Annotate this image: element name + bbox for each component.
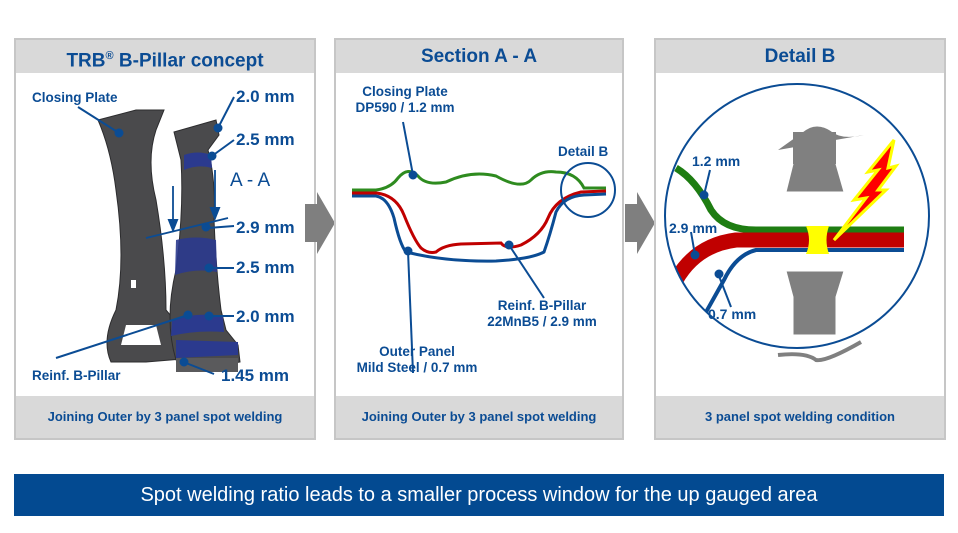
outer-panel-name: Outer Panel — [379, 344, 455, 359]
outer-panel-spec: Mild Steel / 0.7 mm — [356, 360, 478, 375]
thickness-label: 1.45 mm — [221, 366, 290, 385]
thickness-label-2-9: 2.9 mm — [669, 220, 718, 236]
sheet-0-7mm-blue — [694, 248, 904, 331]
thickness-label: 2.5 mm — [236, 130, 295, 149]
lower-electrode-icon — [785, 270, 845, 336]
conclusion-banner: Spot welding ratio leads to a smaller pr… — [14, 474, 944, 516]
reinf-b-pillar-label: Reinf. B-Pillar — [32, 368, 121, 383]
reinf-b-pillar-profile — [352, 189, 607, 254]
arrow-right-icon — [625, 192, 655, 254]
detail-b-diagram — [664, 83, 930, 363]
panel-title: TRB® B-Pillar concept — [16, 40, 314, 73]
panel-trb-b-pillar: TRB® B-Pillar concept Closing Pla — [14, 38, 316, 440]
panel-detail-b: Detail B 1.2 mm 2.9 mm 0.7 mm 3 panel sp… — [654, 38, 946, 440]
thickness-label: 2.0 mm — [236, 87, 295, 106]
title-text-rest: B-Pillar concept — [113, 50, 264, 72]
reinf-b-pillar-label: Reinf. B-Pillar 22MnB5 / 2.9 mm — [472, 298, 612, 330]
closing-plate-part — [97, 109, 195, 363]
thickness-label-0-7: 0.7 mm — [708, 306, 757, 322]
closing-plate-label: Closing Plate DP590 / 1.2 mm — [340, 84, 470, 116]
detail-circle — [664, 83, 930, 349]
closing-plate-spec: DP590 / 1.2 mm — [355, 100, 455, 115]
reinf-name: Reinf. B-Pillar — [497, 298, 587, 313]
closing-plate-label: Closing Plate — [32, 90, 118, 105]
weld-nugget — [806, 226, 829, 254]
registered-mark: ® — [105, 50, 114, 62]
detail-b-label: Detail B — [558, 144, 609, 159]
section-a-a-label: A - A — [230, 170, 271, 191]
title-text: TRB — [66, 50, 106, 72]
b-pillar-illustration — [55, 96, 241, 375]
panel-title: Section A - A — [336, 40, 622, 73]
panel-footer: Joining Outer by 3 panel spot welding — [16, 396, 314, 438]
sheet-2-9mm-red — [669, 232, 904, 284]
arrow-right-icon — [305, 192, 335, 254]
closing-plate-name: Closing Plate — [362, 84, 448, 99]
closing-plate-profile — [352, 170, 606, 192]
panel-footer: Joining Outer by 3 panel spot welding — [336, 396, 622, 438]
panel-section-a-a: Section A - A Closing Plate DP590 / 1.2 … — [334, 38, 624, 440]
panel-title: Detail B — [656, 40, 944, 73]
reinf-spec: 22MnB5 / 2.9 mm — [487, 314, 597, 329]
thickness-label: 2.9 mm — [236, 218, 295, 237]
thickness-label-1-2: 1.2 mm — [692, 153, 741, 169]
spark-lightning-icon — [832, 139, 900, 242]
thickness-label: 2.5 mm — [236, 258, 295, 277]
outer-panel-label: Outer Panel Mild Steel / 0.7 mm — [342, 344, 492, 376]
thickness-label: 2.0 mm — [236, 307, 295, 326]
detail-b-circle — [560, 162, 616, 218]
sheet-1-2mm-green — [674, 164, 904, 234]
panel-footer: 3 panel spot welding condition — [656, 396, 944, 438]
section-a-a-diagram — [352, 121, 616, 374]
outer-panel-profile — [352, 192, 607, 263]
